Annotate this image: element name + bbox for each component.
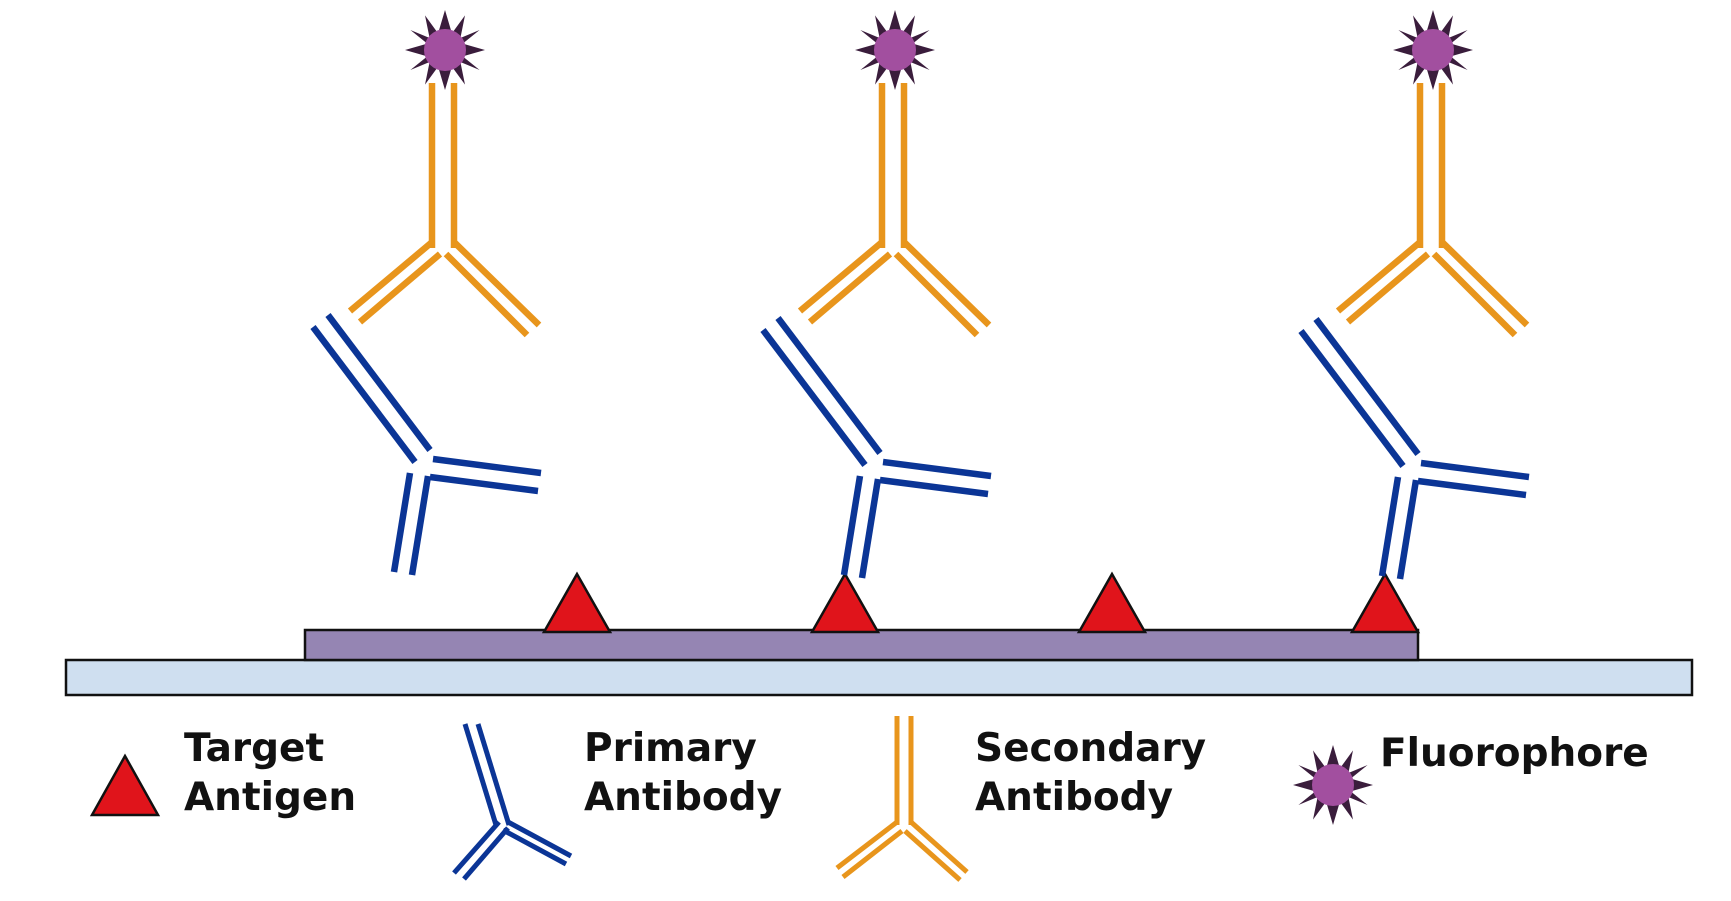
- legend-secondary-label-line2: Antibody: [975, 775, 1173, 820]
- antigen-1: [542, 572, 612, 634]
- secondary-antibody-3: [1338, 83, 1527, 335]
- legend-secondary-label-line1: Secondary: [975, 726, 1206, 771]
- fluorophore-1: [405, 10, 485, 90]
- antigen-3: [1077, 572, 1147, 634]
- fluorophore-3: [1393, 10, 1473, 90]
- legend-primary-label-line1: Primary: [584, 726, 757, 771]
- sample-layer: [303, 628, 1420, 662]
- legend-antigen-label-line2: Antigen: [184, 775, 356, 820]
- antigen-4: [1350, 572, 1420, 634]
- legend-antigen-label-line1: Target: [184, 726, 324, 771]
- legend-fluorophore-label: Fluorophore: [1380, 731, 1649, 776]
- primary-antibody-2: [763, 318, 991, 578]
- antibody-complex-1: [313, 10, 541, 575]
- legend-secondary-antibody-icon: [835, 716, 969, 882]
- primary-antibody-1: [313, 315, 541, 575]
- legend-primary-label-line2: Antibody: [584, 775, 782, 820]
- antibody-complex-3: [1301, 10, 1529, 579]
- legend-antigen-icon: [89, 753, 161, 817]
- fluorophore-2: [855, 10, 935, 90]
- legend-fluorophore-icon: [1293, 745, 1373, 825]
- primary-antibody-3: [1301, 319, 1529, 579]
- glass-slide: [64, 658, 1694, 697]
- secondary-antibody-1: [350, 83, 539, 335]
- legend: Target Antigen Primary Antibody Secondar…: [89, 716, 1649, 882]
- antigen-2: [810, 572, 880, 634]
- antibody-complex-2: [763, 10, 991, 578]
- secondary-antibody-2: [800, 83, 989, 335]
- legend-primary-antibody-icon: [452, 723, 573, 881]
